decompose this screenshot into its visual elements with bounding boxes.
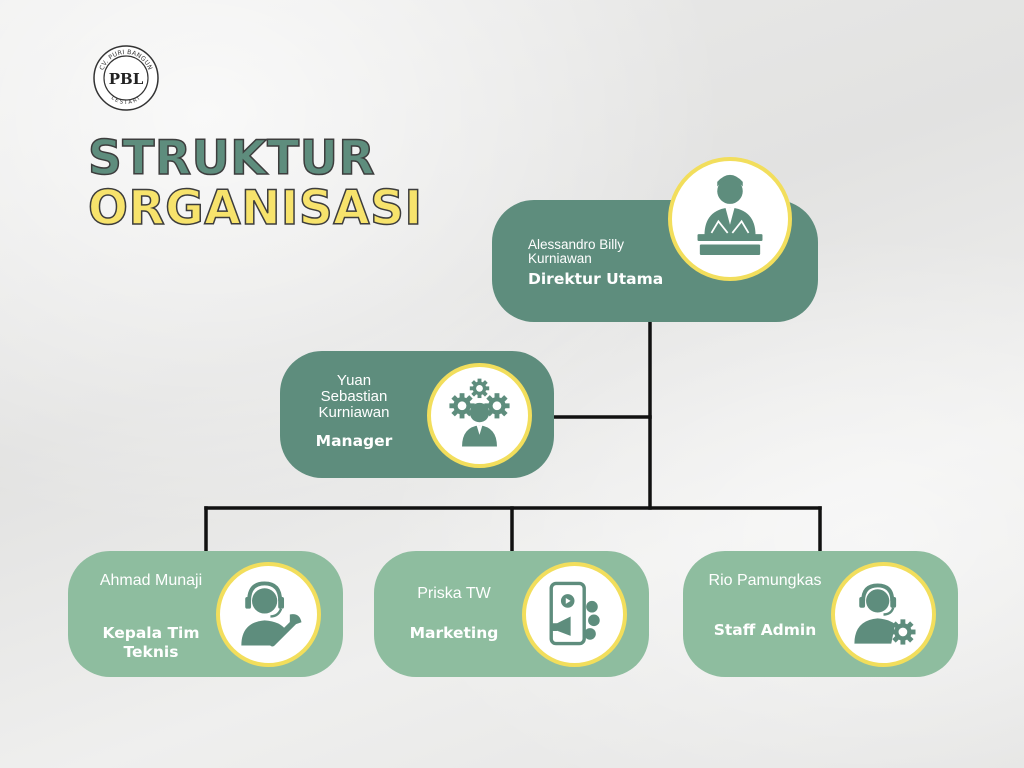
director-desk-icon xyxy=(668,157,792,281)
technician-headset-wrench-icon xyxy=(216,562,321,667)
logo-ring-bottom-text: LESTARI xyxy=(110,95,141,106)
marketing-phone-megaphone-icon xyxy=(522,562,627,667)
director-card: Alessandro Billy Kurniawan Direktur Utam… xyxy=(492,200,818,322)
title-line-1: STRUKTUR xyxy=(87,131,376,186)
director-name: Alessandro Billy Kurniawan xyxy=(528,237,625,266)
company-logo: CV. PURI BANGUN LESTARI PBL xyxy=(92,44,160,112)
marketing-name: Priska TW xyxy=(417,585,491,602)
admin-name: Rio Pamungkas xyxy=(708,572,822,589)
title-line-2: ORGANISASI xyxy=(87,181,423,236)
admin-role: Staff Admin xyxy=(713,621,817,639)
technical-lead-role: Kepala Tim Teknis xyxy=(102,624,200,661)
technical-lead-name: Ahmad Munaji xyxy=(99,572,203,589)
marketing-role: Marketing xyxy=(409,624,499,642)
admin-headset-gear-icon xyxy=(831,562,936,667)
director-role: Direktur Utama xyxy=(528,270,664,288)
manager-name: Yuan Sebastian Kurniawan xyxy=(318,372,390,421)
svg-text:LESTARI: LESTARI xyxy=(110,95,142,106)
manager-gears-icon xyxy=(427,363,532,468)
logo-initials: PBL xyxy=(109,70,144,88)
manager-role: Manager xyxy=(315,432,393,450)
